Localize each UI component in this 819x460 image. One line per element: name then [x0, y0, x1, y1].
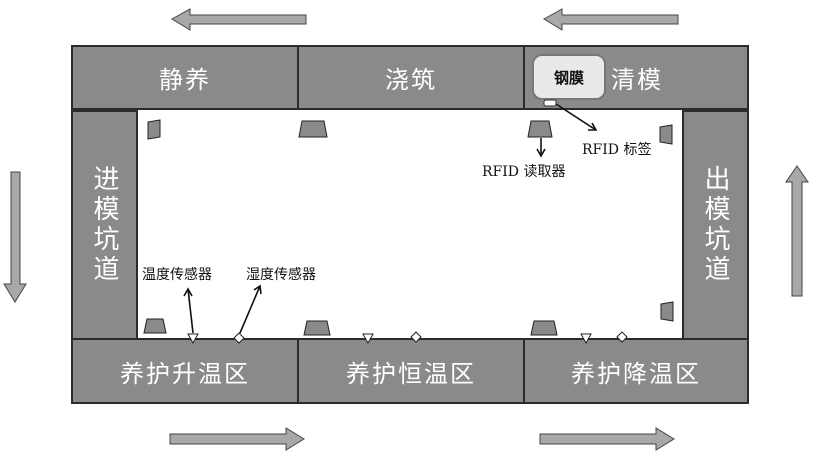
rfid-reader-bottom-left — [143, 318, 167, 334]
zone-label: 养护恒温区 — [346, 359, 476, 388]
flow-arrow-bottom-right — [539, 427, 675, 451]
zone-label: 静养 — [159, 66, 211, 94]
humidity-sensor-label: 湿度传感器 — [246, 267, 316, 283]
rfid-tag-label: RFID 标签 — [582, 142, 652, 158]
flow-arrow-left — [3, 171, 27, 303]
humidity-sensor-2 — [410, 331, 422, 343]
rfid-reader-right-bottom — [660, 301, 674, 322]
humidity-sensor-pointer-head — [253, 284, 262, 295]
rfid-reader-bottom-center — [303, 320, 331, 336]
rfid-reader-bottom-right — [530, 320, 558, 336]
rfid-reader-top-center — [298, 120, 328, 138]
rfid-reader-label: RFID 读取器 — [482, 164, 566, 180]
rfid-tag-pointer-head — [588, 122, 598, 131]
temp-sensor-pointer-head — [183, 287, 193, 297]
zone-curing-rest: 静养 — [71, 45, 299, 110]
flow-arrow-bottom-left — [169, 427, 305, 451]
humidity-sensor-1 — [233, 332, 245, 344]
rfid-reader-pointer-head — [536, 148, 546, 158]
rfid-reader-top-left — [147, 119, 161, 140]
temp-sensor-label: 温度传感器 — [142, 267, 212, 283]
zone-label: 养护升温区 — [120, 359, 250, 388]
temp-sensor-3 — [580, 333, 592, 345]
steel-mold: 钢膜 — [532, 54, 606, 100]
humidity-sensor-pointer — [239, 285, 261, 334]
zone-label: 养护降温区 — [571, 359, 701, 388]
flow-arrow-top-right — [543, 8, 679, 31]
zone-mold-exit-channel: 出模坑道 — [682, 110, 749, 340]
rfid-tag-pointer — [555, 103, 597, 131]
zone-cooling-curing: 养护降温区 — [523, 338, 749, 404]
zone-label: 进模坑道 — [89, 165, 119, 285]
zone-label: 清模 — [611, 66, 663, 94]
zone-pouring: 浇筑 — [297, 45, 525, 110]
rfid-reader-top-right — [527, 120, 553, 138]
temp-sensor-pointer — [187, 288, 194, 334]
zone-label: 浇筑 — [385, 66, 437, 94]
rfid-tag-chip — [543, 99, 557, 107]
zone-mold-entry-channel: 进模坑道 — [71, 110, 138, 340]
humidity-sensor-3 — [616, 331, 628, 343]
flow-arrow-right — [785, 165, 809, 297]
steel-mold-label: 钢膜 — [553, 68, 584, 87]
zone-constant-temp-curing: 养护恒温区 — [297, 338, 525, 404]
zone-label: 出模坑道 — [700, 165, 730, 285]
temp-sensor-1 — [187, 333, 199, 345]
zone-heating-curing: 养护升温区 — [71, 338, 299, 404]
temp-sensor-2 — [362, 333, 374, 345]
rfid-reader-right-top — [659, 124, 673, 145]
flow-arrow-top-left — [171, 8, 307, 31]
